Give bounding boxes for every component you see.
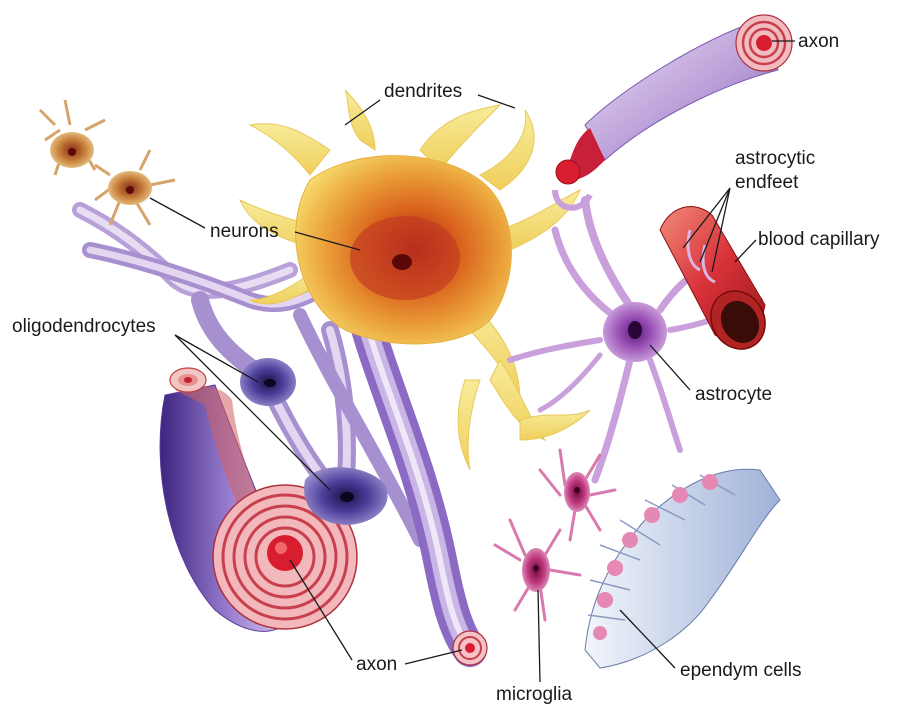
label-blood-capillary-text: blood capillary (758, 229, 880, 250)
label-blood-capillary: blood capillary (735, 229, 880, 262)
label-axon-top-text: axon (798, 31, 839, 52)
label-dendrites-text: dendrites (384, 81, 462, 102)
oligodendrocyte-cell-1 (240, 358, 296, 406)
label-axon-bottom-text: axon (356, 654, 397, 675)
label-microglia-text: microglia (496, 684, 572, 705)
label-endfeet-line1: astrocytic (735, 148, 815, 169)
small-neuron-1 (40, 100, 105, 175)
label-oligodendrocytes-text: oligodendrocytes (12, 316, 156, 337)
label-dendrites: dendrites (345, 81, 515, 125)
label-ependym-cells-text: ependym cells (680, 660, 801, 681)
label-astrocyte-text: astrocyte (695, 384, 772, 405)
label-microglia: microglia (496, 590, 572, 705)
small-neuron-2 (95, 150, 175, 225)
label-endfeet-line2: endfeet (735, 172, 799, 193)
ependymal-cells (585, 469, 780, 668)
microglia-cell-2 (495, 520, 580, 620)
label-astrocyte: astrocyte (650, 345, 772, 405)
label-neurons-text: neurons (210, 221, 279, 242)
